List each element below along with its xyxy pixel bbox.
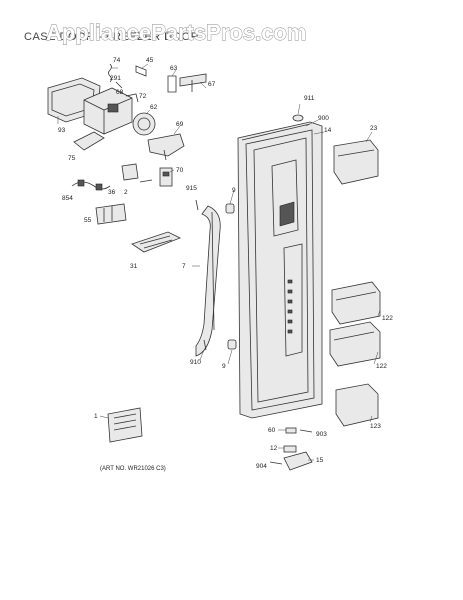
callout-122-lower: 122 [376,363,387,370]
bracket-75 [73,131,105,151]
door-bin-122-lower [329,321,381,367]
spring-74 [108,63,112,83]
callout-900: 900 [318,115,329,122]
harness-854 [71,179,111,191]
cap-9-top [225,203,235,214]
callout-903: 903 [316,431,327,438]
callout-60: 60 [268,427,276,434]
callout-93: 93 [58,127,66,134]
door-panel-14 [237,121,323,419]
cap-9-bottom [227,339,237,350]
motor-62 [132,112,156,136]
callout-854: 854 [62,195,73,202]
callout-123: 123 [370,423,381,430]
callout-74: 74 [113,57,121,64]
callout-9-top: 9 [232,187,236,194]
callout-1: 1 [94,413,98,420]
hinge-pin-12 [283,445,297,453]
callout-15: 15 [316,457,324,464]
lever-72 [125,93,139,103]
callout-14: 14 [324,127,332,134]
callout-12: 12 [270,445,278,452]
callout-23: 23 [370,125,378,132]
callout-36: 36 [108,189,116,196]
section-title: CASE DOOR - FREEZER DOOR [24,31,199,43]
screw-903 [299,429,313,433]
watermark: AppliancePartsPros.com [46,20,306,45]
callout-68: 68 [116,89,124,96]
callout-labels: 74 45 291 63 68 67 72 62 93 69 75 70 36 … [58,57,393,470]
callout-70: 70 [176,167,184,174]
bracket-63 [167,75,177,93]
switch-70 [159,167,173,187]
callout-75: 75 [68,155,76,162]
callout-910: 910 [190,359,201,366]
callout-31: 31 [130,263,138,270]
plug-911 [292,114,304,122]
callout-122-upper: 122 [382,315,393,322]
screw-904 [269,461,283,465]
tray-31 [131,231,181,253]
callout-62: 62 [150,104,158,111]
callout-915: 915 [186,185,197,192]
module-55 [95,203,127,225]
callout-911: 911 [304,95,315,102]
instruction-label-1 [107,407,143,443]
hinge-bracket-15 [283,451,313,471]
screw-910 [203,339,207,351]
door-handle-7 [195,205,221,357]
art-number-note: (ART NO. WR21026 C3) [100,466,166,472]
screw-915 [195,199,199,211]
callout-291: 291 [110,75,121,82]
clip-45 [135,65,147,77]
leader-lines [99,63,381,461]
callout-9-bottom: 9 [222,363,226,370]
switch-36 [121,163,139,181]
door-bin-23 [333,139,379,185]
screw-2 [139,179,153,183]
callout-67: 67 [208,81,216,88]
callout-72: 72 [139,93,147,100]
door-bin-122-upper [331,281,381,325]
callout-45: 45 [146,57,154,64]
gasket-900 [241,123,311,141]
callout-69: 69 [176,121,184,128]
callout-904: 904 [256,463,267,470]
callout-2: 2 [124,189,128,196]
bushing-60 [285,427,297,434]
callout-63: 63 [170,65,178,72]
funnel-69 [147,133,185,161]
dispenser-module-68 [83,87,133,135]
door-bin-123 [335,383,379,427]
screw-291 [115,81,123,89]
hinge-67 [179,73,207,92]
callout-7: 7 [182,263,186,270]
callout-55: 55 [84,217,92,224]
